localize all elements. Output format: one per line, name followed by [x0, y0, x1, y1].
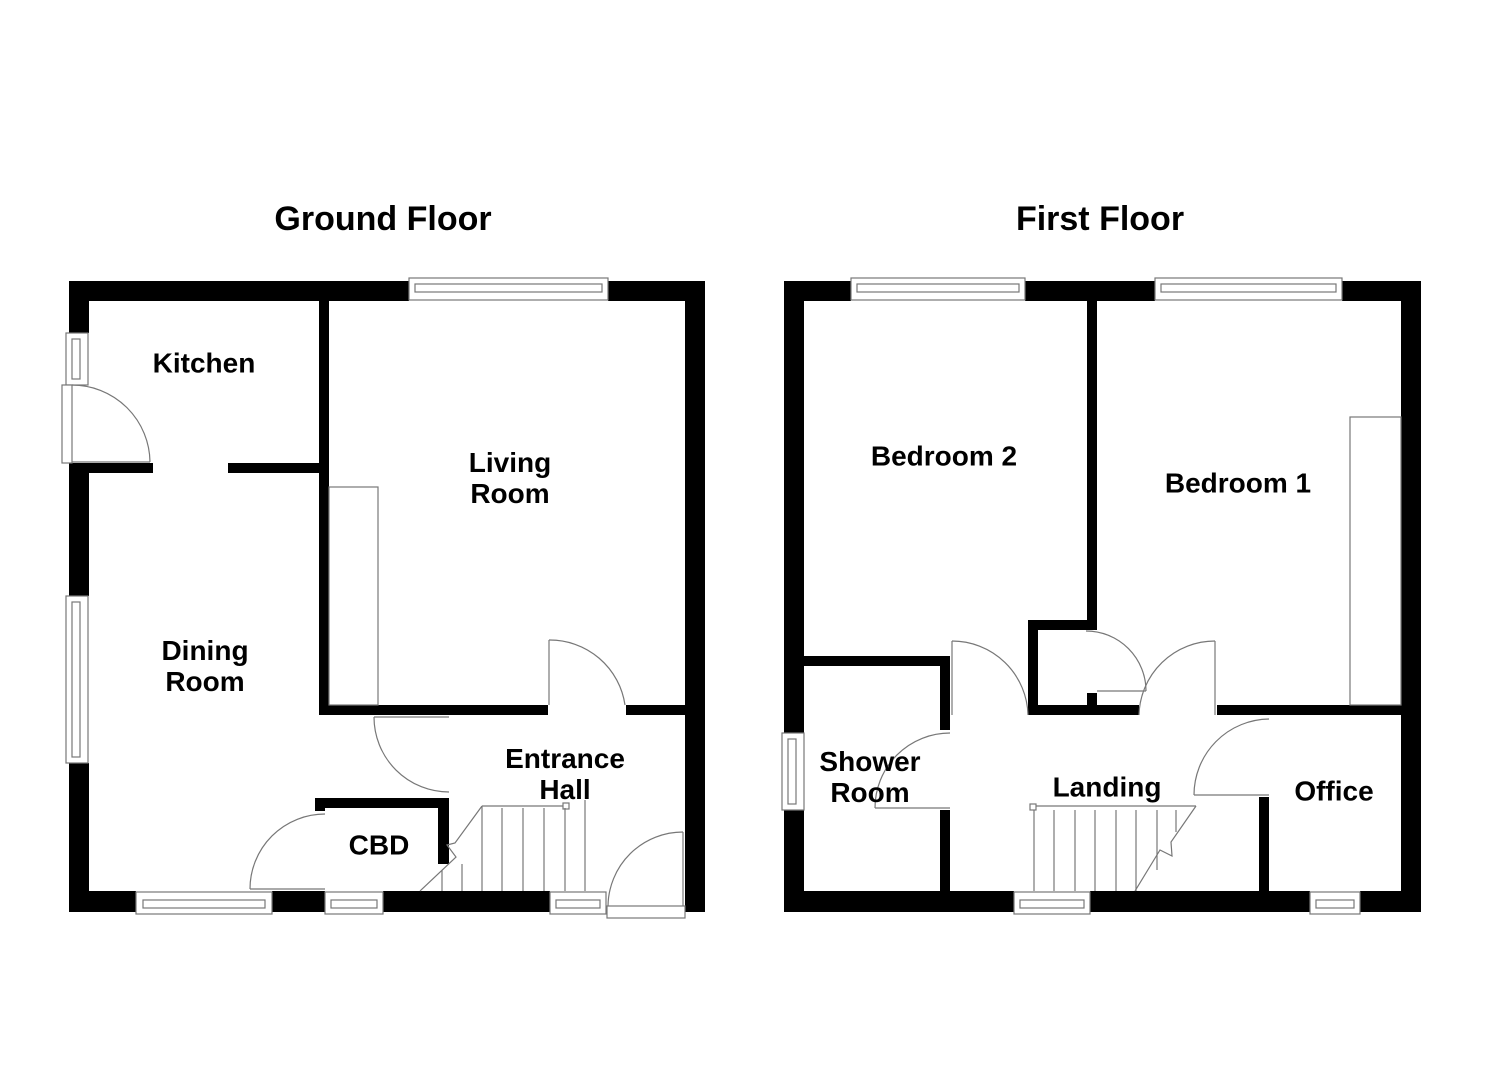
ff-cupboard-top-wall	[1028, 620, 1097, 630]
ff-bottom-wall-2	[1090, 891, 1310, 912]
gf-left-wall-bottom	[69, 763, 89, 912]
gf-kitchen-divider-left	[89, 463, 153, 473]
gf-top-wall-left	[69, 281, 409, 301]
gf-cbd-top-wall	[315, 798, 449, 808]
gf-window-cbd-bottom	[324, 891, 384, 915]
gf-living-room-door	[548, 639, 626, 706]
ff-cupboard-bottom-wall	[1028, 705, 1139, 715]
ff-office-door	[1193, 718, 1270, 796]
ff-cupboard-stub	[1087, 693, 1097, 708]
ff-cupboard-door	[1085, 630, 1147, 692]
ground-floor-plan	[61, 277, 705, 919]
gf-living-bottom-wall-left	[319, 705, 548, 715]
first-floor-plan	[781, 277, 1421, 915]
gf-cbd-top-stub	[315, 798, 325, 811]
gf-kitchen-divider-right	[228, 463, 322, 473]
gf-bottom-wall-3	[383, 891, 550, 912]
gf-dining-hall-door	[373, 716, 450, 793]
gf-staircase	[419, 800, 586, 892]
ff-bottom-wall-1	[784, 891, 1014, 912]
first-floor-title: First Floor	[1015, 200, 1185, 238]
gf-top-wall-right	[608, 281, 705, 301]
room-label-office: Office	[1294, 775, 1374, 807]
ff-staircase	[1029, 803, 1197, 892]
gf-window-living-top	[408, 277, 609, 301]
gf-living-bottom-wall-right	[626, 705, 688, 715]
ff-bedrooms-divider	[1087, 299, 1097, 629]
ff-bedroom1-door	[1138, 640, 1216, 716]
ff-bedroom2-door	[951, 640, 1029, 716]
room-label-shower-room: Shower Room	[819, 746, 921, 808]
ff-bedroom1-wardrobe	[1349, 416, 1402, 706]
gf-kitchen-back-door	[61, 384, 151, 464]
ff-office-left-wall	[1259, 797, 1269, 894]
room-label-living-room: Living Room	[468, 447, 552, 509]
gf-window-kitchen-left	[65, 332, 89, 386]
gf-window-hall-bottom	[549, 891, 607, 915]
room-label-bedroom-1: Bedroom 1	[1164, 467, 1312, 499]
ff-shower-room-door	[874, 732, 951, 809]
gf-front-door	[606, 831, 686, 919]
ff-shower-right-wall-bottom	[940, 810, 950, 891]
gf-bottom-wall-2	[272, 891, 325, 912]
ff-window-landing-bottom	[1013, 891, 1091, 915]
ff-top-wall-mid	[1025, 281, 1155, 301]
gf-cbd-door	[249, 813, 326, 890]
gf-right-wall	[685, 281, 705, 912]
room-label-landing: Landing	[1052, 771, 1162, 803]
ff-window-bedroom1-top	[1154, 277, 1343, 301]
room-label-kitchen: Kitchen	[152, 347, 256, 379]
room-label-cbd: CBD	[348, 829, 410, 861]
ff-left-wall-bottom	[784, 810, 804, 912]
gf-cbd-right-wall	[438, 798, 449, 864]
room-label-dining-room: Dining Room	[161, 635, 249, 697]
ff-shower-top-wall	[804, 656, 950, 666]
gf-living-unit-fixture	[328, 486, 379, 706]
gf-window-dining-left	[65, 595, 89, 764]
room-label-bedroom-2: Bedroom 2	[870, 440, 1018, 472]
ff-left-wall-top	[784, 281, 804, 733]
ground-floor-title: Ground Floor	[274, 200, 492, 238]
gf-window-dining-bottom	[135, 891, 273, 915]
room-label-entrance-hall: Entrance Hall	[505, 743, 625, 805]
gf-bottom-wall-1	[69, 891, 136, 912]
ff-bedroom1-bottom-wall	[1217, 705, 1404, 715]
ff-right-wall	[1401, 281, 1421, 912]
ff-window-bedroom2-top	[850, 277, 1026, 301]
ff-bottom-wall-3	[1360, 891, 1421, 912]
gf-living-left-wall	[319, 299, 329, 714]
ff-window-shower-left	[781, 732, 805, 811]
ff-shower-right-wall-top	[940, 656, 950, 730]
ff-cupboard-left-wall	[1028, 620, 1038, 715]
ff-window-office-bottom	[1309, 891, 1361, 915]
gf-left-wall-top	[69, 281, 89, 333]
gf-left-wall-mid	[69, 463, 89, 596]
